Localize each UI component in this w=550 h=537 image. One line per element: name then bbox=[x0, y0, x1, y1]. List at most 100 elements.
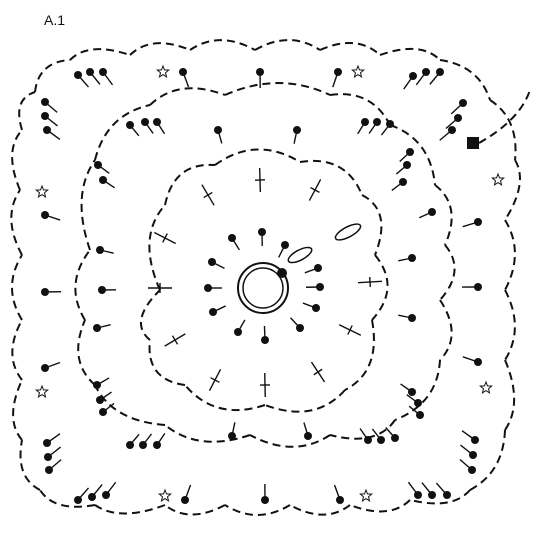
slip-stitch-dot bbox=[93, 324, 101, 332]
slip-stitch-dot bbox=[474, 358, 482, 366]
slip-stitch-dot bbox=[126, 121, 134, 129]
chain-arc bbox=[148, 204, 166, 291]
slip-stitch-dot bbox=[139, 441, 147, 449]
chain-arc bbox=[94, 104, 151, 161]
slip-stitch-dot bbox=[364, 436, 372, 444]
stitch-post bbox=[210, 377, 220, 383]
chain-arc bbox=[18, 91, 36, 131]
slip-stitch-dot bbox=[43, 439, 51, 447]
chain-arc bbox=[329, 419, 396, 440]
slip-stitch-dot bbox=[208, 258, 216, 266]
slip-stitch-dot bbox=[94, 161, 102, 169]
slip-stitch-dot bbox=[179, 68, 187, 76]
slip-stitch-dot bbox=[361, 118, 369, 126]
chain-arc bbox=[77, 319, 96, 386]
chain-loop bbox=[334, 223, 362, 241]
slip-stitch-dot bbox=[408, 254, 416, 262]
slip-stitch-dot bbox=[316, 283, 324, 291]
chain-arc bbox=[344, 319, 375, 391]
slip-stitch-dot bbox=[296, 324, 304, 332]
chain-arc bbox=[184, 384, 266, 412]
chain-arc bbox=[299, 159, 363, 196]
chain-arc bbox=[264, 389, 346, 413]
chain-arc bbox=[189, 39, 256, 51]
star-marker bbox=[351, 64, 365, 79]
slip-stitch-dot bbox=[98, 286, 106, 294]
slip-stitch-dot bbox=[96, 246, 104, 254]
chain-arc bbox=[439, 59, 491, 101]
slip-stitch-dot bbox=[41, 112, 49, 120]
slip-stitch-dot bbox=[209, 308, 217, 316]
chain-arc bbox=[140, 289, 161, 341]
slip-stitch-dot bbox=[474, 283, 482, 291]
chain-arc bbox=[19, 439, 41, 491]
chain-arc bbox=[379, 47, 441, 61]
chain-arc bbox=[254, 39, 321, 51]
chain-arc bbox=[11, 129, 23, 191]
slip-stitch-dot bbox=[41, 98, 49, 106]
chain-arc bbox=[39, 489, 96, 508]
star-marker bbox=[35, 184, 49, 199]
slip-stitch-dot bbox=[204, 284, 212, 292]
stitch-post bbox=[369, 276, 371, 288]
slip-stitch-dot bbox=[228, 234, 236, 242]
stitch-post bbox=[313, 368, 323, 376]
star-marker bbox=[479, 380, 493, 395]
slip-stitch-dot bbox=[403, 161, 411, 169]
slip-stitch-dot bbox=[45, 466, 53, 474]
chain-arc bbox=[329, 93, 391, 126]
chain-loops bbox=[287, 223, 362, 264]
star-marker bbox=[158, 488, 172, 503]
slip-stitch-dot bbox=[126, 441, 134, 449]
slip-stitch-dot bbox=[256, 68, 264, 76]
star-marker bbox=[359, 488, 373, 503]
slip-stitch-dot bbox=[293, 126, 301, 134]
chain-arc bbox=[10, 189, 23, 256]
chain-arc bbox=[69, 48, 131, 61]
slip-stitch-dot bbox=[469, 451, 477, 459]
chain-arc bbox=[74, 249, 91, 321]
slip-stitch-dot bbox=[428, 208, 436, 216]
slip-stitch-dot bbox=[277, 268, 287, 278]
slip-stitch-dot bbox=[312, 304, 320, 312]
slip-stitch-dot bbox=[468, 466, 476, 474]
slip-stitch-dot bbox=[141, 118, 149, 126]
chain-arc bbox=[469, 429, 506, 491]
slip-stitch-dot bbox=[409, 72, 417, 80]
slip-stitch-dot bbox=[41, 211, 49, 219]
slip-stitch-dot bbox=[74, 496, 82, 504]
slip-stitch-dot bbox=[228, 432, 236, 440]
star-marker bbox=[491, 172, 505, 187]
stitch-post bbox=[310, 187, 320, 193]
slip-stitch-dot bbox=[181, 496, 189, 504]
chain-arc bbox=[129, 42, 191, 56]
chain-arc bbox=[409, 489, 471, 505]
slip-stitch-dot bbox=[234, 328, 242, 336]
slip-stitch-dot bbox=[406, 148, 414, 156]
magic-ring bbox=[237, 262, 289, 314]
chain-arc bbox=[504, 359, 516, 431]
slip-stitch-dot bbox=[153, 118, 161, 126]
slip-stitch-dot bbox=[459, 99, 467, 107]
slip-stitch-dot bbox=[93, 381, 101, 389]
slip-stitch-dot bbox=[474, 218, 482, 226]
slip-stitch-dot bbox=[377, 436, 385, 444]
slip-stitch-dot bbox=[448, 126, 456, 134]
chain-loop bbox=[287, 246, 313, 264]
slip-stitch-dot bbox=[99, 176, 107, 184]
star-marker bbox=[35, 384, 49, 399]
slip-stitch-dot bbox=[99, 68, 107, 76]
slip-stitch-dot bbox=[422, 68, 430, 76]
stitch-post bbox=[171, 335, 179, 345]
slip-stitch-dot bbox=[214, 126, 222, 134]
chain-arc bbox=[11, 319, 23, 381]
chain-arc bbox=[164, 424, 251, 443]
slip-stitch-dot bbox=[408, 388, 416, 396]
slip-stitch-dot bbox=[391, 434, 399, 442]
slip-stitch-dot bbox=[471, 436, 479, 444]
slip-stitch-dot bbox=[436, 68, 444, 76]
chain-arc bbox=[394, 359, 441, 421]
chain-arc bbox=[439, 244, 456, 301]
chain-arc bbox=[504, 289, 516, 361]
slip-stitch-dot bbox=[304, 432, 312, 440]
